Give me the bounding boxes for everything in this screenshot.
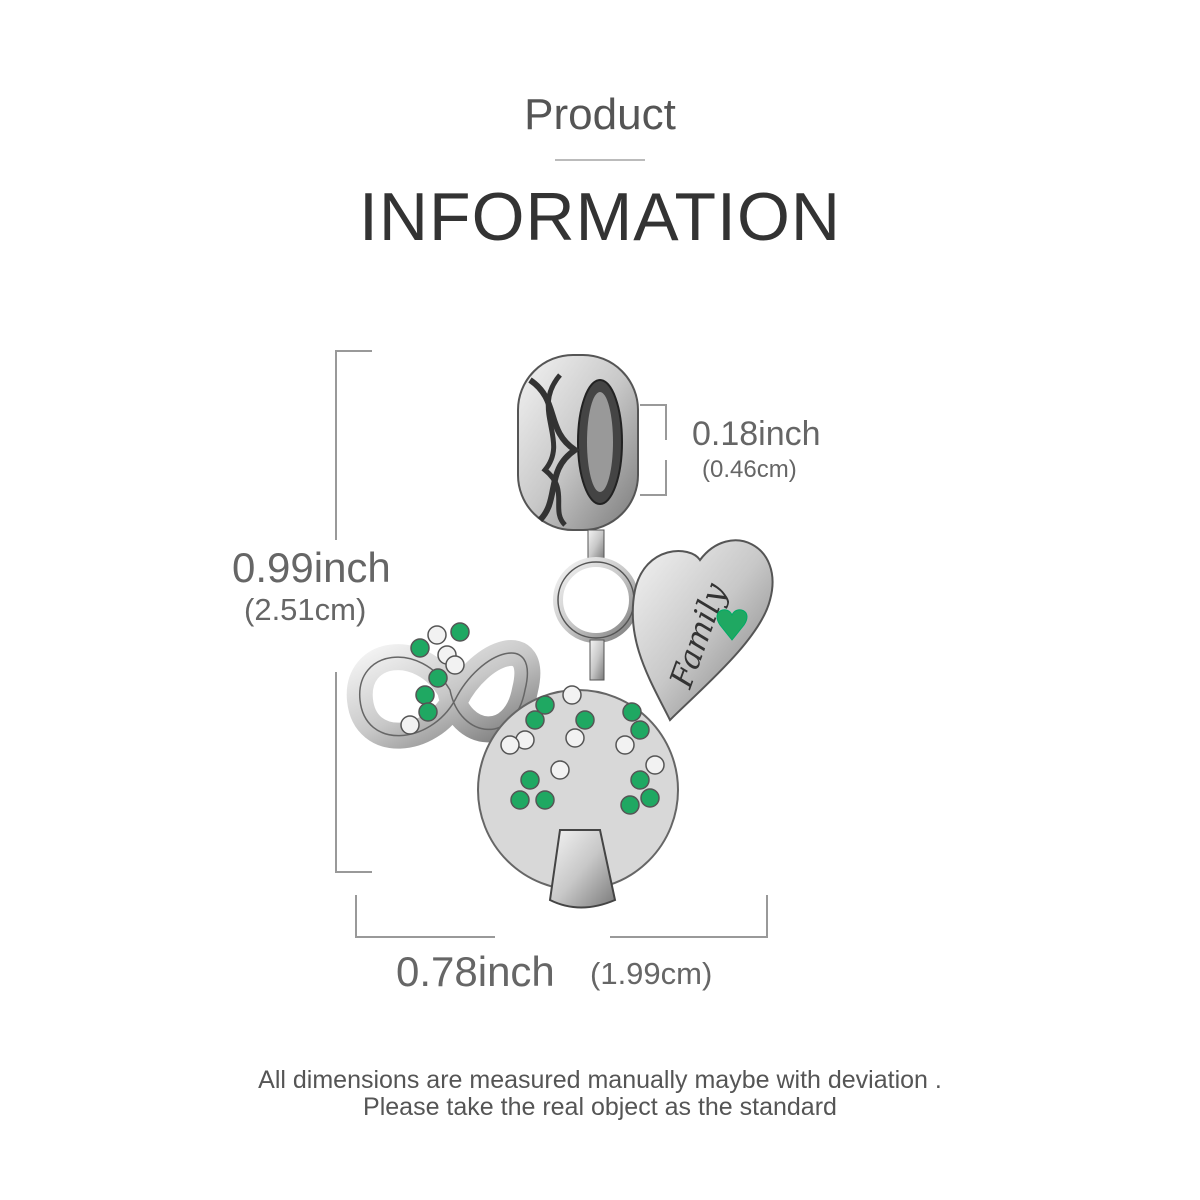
disclaimer-line2: Please take the real object as the stand…: [363, 1093, 837, 1121]
green-stone: [525, 710, 545, 730]
green-stone: [575, 710, 595, 730]
clear-stone: [427, 625, 447, 645]
clear-stone: [550, 760, 570, 780]
green-stone: [535, 790, 555, 810]
green-stone: [450, 622, 470, 642]
bail: [517, 354, 639, 561]
clear-stone: [645, 755, 665, 775]
title-divider: [555, 159, 645, 161]
clear-stone: [400, 715, 420, 735]
heart-charm: Family: [631, 539, 774, 722]
green-stone: [630, 770, 650, 790]
green-stone: [535, 695, 555, 715]
green-stone: [418, 702, 438, 722]
green-stone: [428, 668, 448, 688]
green-stone: [630, 720, 650, 740]
green-stone: [520, 770, 540, 790]
height-inch: 0.99inch: [232, 544, 391, 591]
clear-stone: [615, 735, 635, 755]
green-stone: [620, 795, 640, 815]
bail-inch: 0.18inch: [692, 415, 821, 453]
green-stone: [622, 702, 642, 722]
clear-stone: [500, 735, 520, 755]
height-cm: (2.51cm): [244, 592, 367, 627]
width-cm: (1.99cm): [590, 956, 713, 991]
disclaimer-line1: All dimensions are measured manually may…: [258, 1066, 942, 1094]
tree-charm: [477, 639, 679, 909]
title-product: Product: [524, 90, 676, 139]
green-stone: [510, 790, 530, 810]
clear-stone: [562, 685, 582, 705]
width-inch: 0.78inch: [396, 948, 555, 995]
bail-cm: (0.46cm): [702, 456, 797, 483]
green-stone: [410, 638, 430, 658]
green-stone: [415, 685, 435, 705]
stones: [400, 622, 665, 815]
clear-stone: [445, 655, 465, 675]
green-stone: [640, 788, 660, 808]
title-information: INFORMATION: [359, 179, 841, 255]
clear-stone: [565, 728, 585, 748]
